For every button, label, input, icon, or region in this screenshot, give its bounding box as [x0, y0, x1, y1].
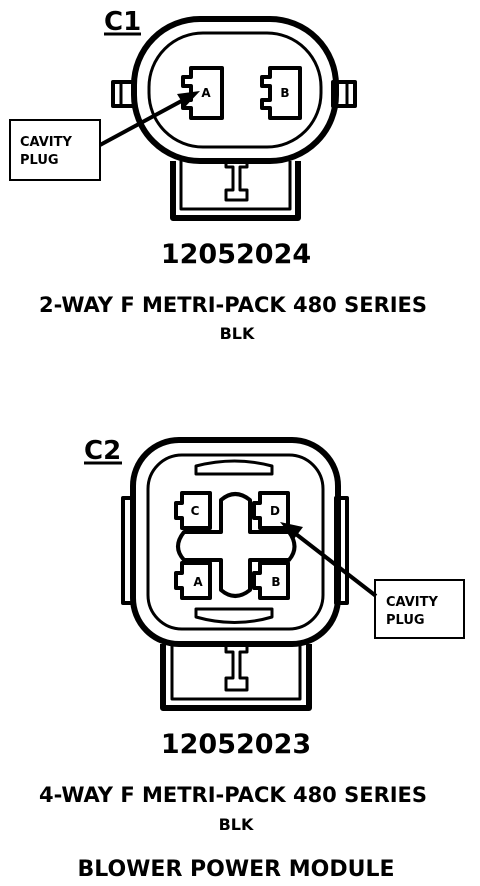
c2-center-cross [176, 492, 297, 598]
c1-cavity-plug-line-2: PLUG [20, 153, 59, 168]
c1-cavity-a [181, 66, 224, 120]
c1-cavity-b-label: B [280, 86, 289, 100]
c2-cavity-c [174, 491, 212, 530]
c2-bottom-key [194, 607, 274, 624]
c1-label: C1 [104, 7, 141, 37]
c2-description: 4-WAY F METRI-PACK 480 SERIES [39, 783, 427, 807]
c2-cavity-b-label: B [271, 575, 280, 589]
c2-connector: C2 C D A B CAVITY PLUG 12 [39, 436, 465, 834]
module-title: BLOWER POWER MODULE [77, 857, 394, 882]
c2-cavity-c-label: C [191, 504, 200, 518]
c2-cavity-plug-callout [374, 579, 465, 639]
c2-latch [160, 644, 312, 711]
c2-cavity-plug-line-1: CAVITY [386, 595, 438, 610]
c1-part-number: 12052024 [161, 239, 311, 270]
c2-cavity-a-label: A [193, 575, 203, 589]
c2-cavity-a [174, 561, 212, 600]
c1-body-outer [131, 16, 339, 164]
c1-callout-arrowhead [177, 91, 200, 107]
c1-callout-arrow [99, 96, 188, 147]
c2-part-number: 12052023 [161, 729, 311, 760]
c1-color: BLK [220, 324, 255, 343]
c2-label: C2 [84, 436, 121, 466]
c2-cavity-b [252, 561, 290, 600]
c2-cavity-d-label: D [270, 504, 280, 518]
c2-cavity-d [252, 491, 290, 530]
c1-latch [170, 161, 301, 221]
c2-color: BLK [219, 815, 254, 834]
c2-body-inner [146, 453, 325, 631]
c1-cavity-b [260, 66, 302, 120]
c1-connector: C1 A B CAVITY PLUG 12052024 2-WAY F METR… [9, 7, 427, 343]
c2-callout-arrowhead [280, 522, 303, 539]
c1-cavity-plug-line-1: CAVITY [20, 135, 72, 150]
c2-body-outer [130, 437, 341, 647]
c1-body-inner [147, 31, 323, 149]
c2-top-key [194, 459, 274, 476]
c1-cavity-a-label: A [201, 86, 211, 100]
c2-cavity-plug-line-2: PLUG [386, 613, 425, 628]
c2-callout-arrow [290, 529, 378, 598]
c1-description: 2-WAY F METRI-PACK 480 SERIES [39, 293, 427, 317]
c1-cavity-plug-callout [9, 119, 101, 181]
